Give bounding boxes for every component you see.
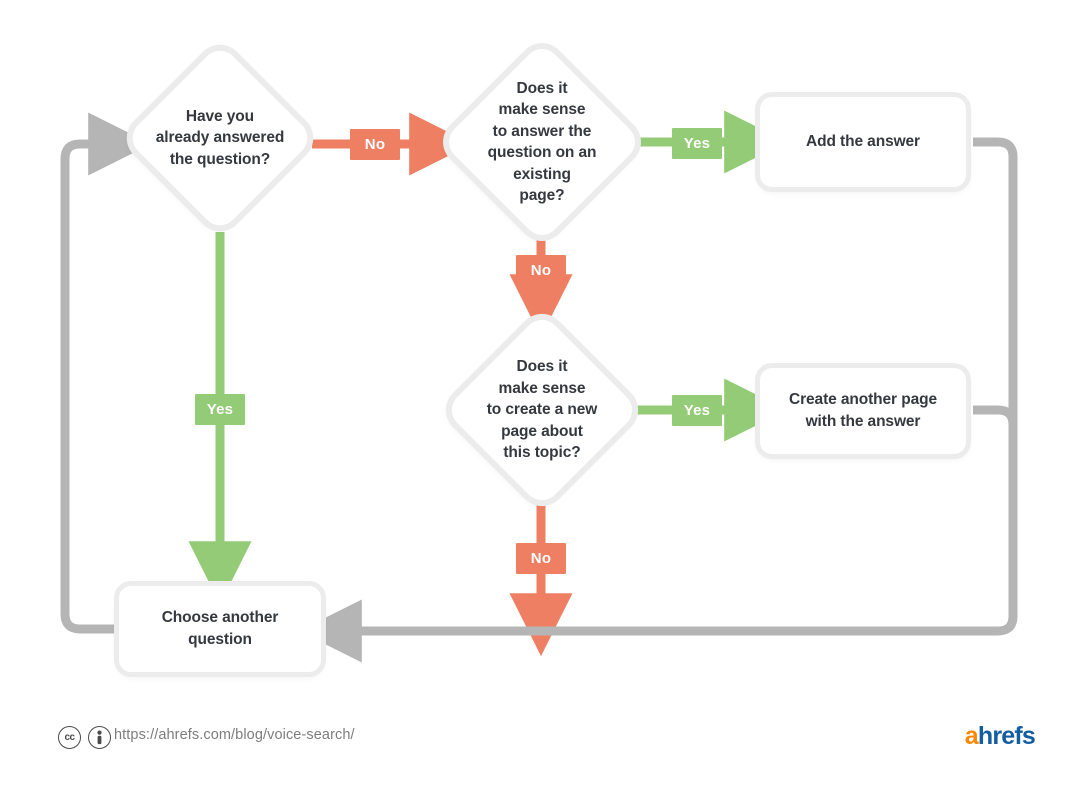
edge-label-q1-yes: Yes (195, 394, 245, 425)
action-node-add-answer[interactable]: Add the answer (760, 97, 966, 187)
cc-mark-label: cc (64, 731, 75, 743)
edge-create-page-to-rail (973, 405, 1018, 426)
creative-commons-icons: cc (58, 726, 111, 749)
ahrefs-logo[interactable]: ahrefs (964, 722, 1036, 751)
ahrefs-logo-a: a (964, 722, 979, 750)
person-glyph (97, 730, 102, 745)
ahrefs-logo-rest: hrefs (977, 722, 1036, 750)
edge-label-q3-yes: Yes (672, 395, 722, 426)
edge-choose-to-q1-loop (60, 112, 152, 634)
edge-add-answer-to-rail (298, 137, 1018, 663)
action-node-create-page[interactable]: Create another page with the answer (760, 368, 966, 454)
decision-node-already-answered-label: Have you already answered the question? (155, 107, 285, 168)
decision-node-new-page[interactable]: Does it make sense to create a new page … (434, 303, 650, 517)
decision-node-existing-page-label: Does it make sense to answer the questio… (487, 79, 597, 205)
attribution-icon (88, 726, 111, 749)
edge-label-q3-no: No (516, 543, 566, 574)
decision-node-existing-page[interactable]: Does it make sense to answer the questio… (434, 28, 650, 256)
decision-node-new-page-label: Does it make sense to create a new page … (486, 358, 598, 462)
action-node-choose-another-question[interactable]: Choose another question (119, 586, 321, 672)
edge-label-q2-yes: Yes (672, 128, 722, 159)
creative-commons-icon: cc (58, 726, 81, 749)
source-url[interactable]: https://ahrefs.com/blog/voice-search/ (114, 727, 355, 743)
edge-label-q2-no: No (516, 255, 566, 286)
edge-label-q1-no: No (350, 129, 400, 160)
decision-node-already-answered[interactable]: Have you already answered the question? (104, 43, 336, 233)
